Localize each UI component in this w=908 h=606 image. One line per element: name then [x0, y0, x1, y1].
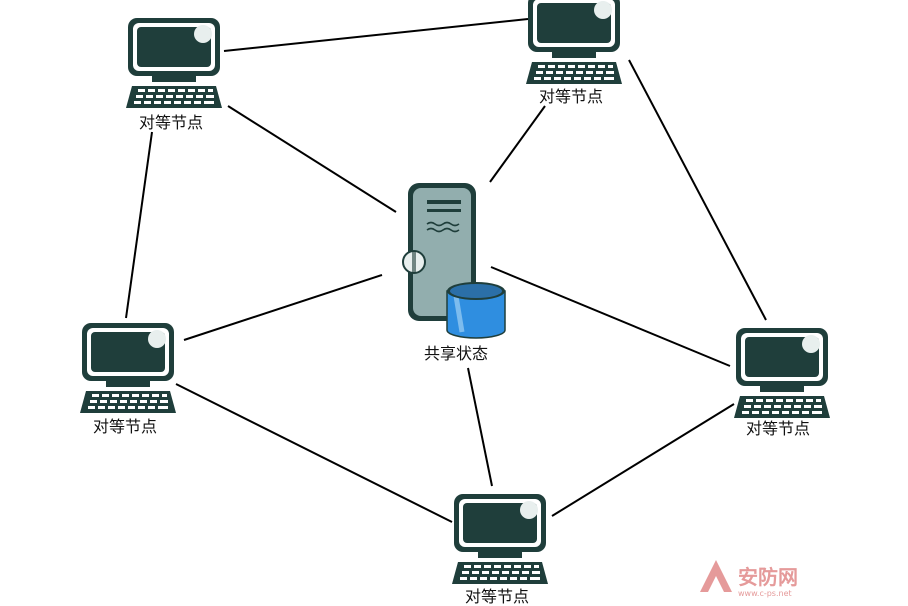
edge-server-to-peer-mr [490, 266, 731, 367]
computer-icon [126, 18, 222, 108]
computer-icon [452, 494, 548, 584]
edge-peer-tl-to-server [227, 105, 397, 213]
watermark-url: www.c-ps.net [738, 589, 792, 598]
connection-lines [125, 18, 767, 523]
computer-icon [80, 323, 176, 413]
peer-node-top-right: 对等节点 [526, 0, 622, 106]
peer-label: 对等节点 [746, 419, 810, 438]
center-label: 共享状态 [424, 344, 488, 363]
edge-peer-ml-to-server [183, 274, 383, 341]
peer-label: 对等节点 [93, 417, 157, 436]
peer-label: 对等节点 [139, 113, 203, 132]
database-icon [446, 282, 506, 339]
peer-node-bottom-center: 对等节点 [452, 494, 548, 606]
watermark-logo-icon [700, 560, 732, 592]
peer-node-middle-right: 对等节点 [734, 328, 830, 438]
edge-peer-tl-to-peer-tr [223, 18, 529, 52]
edge-peer-tr-to-peer-mr [628, 59, 767, 321]
watermark-text: 安防网 [738, 565, 798, 589]
peer-label: 对等节点 [465, 587, 529, 606]
peer-label: 对等节点 [539, 87, 603, 106]
edge-peer-tl-to-peer-ml [125, 131, 153, 319]
peer-node-top-left: 对等节点 [126, 18, 222, 132]
edge-peer-tr-to-server [489, 105, 546, 183]
computer-icon [734, 328, 830, 418]
peer-node-middle-left: 对等节点 [80, 323, 176, 436]
edge-peer-ml-to-peer-bc [175, 383, 453, 523]
edge-server-to-peer-bc [467, 367, 493, 487]
shared-state-node: 共享状态 [402, 183, 506, 363]
computer-icon [526, 0, 622, 84]
watermark: 安防网 www.c-ps.net [700, 560, 798, 598]
edge-peer-bc-to-peer-mr [551, 403, 735, 517]
